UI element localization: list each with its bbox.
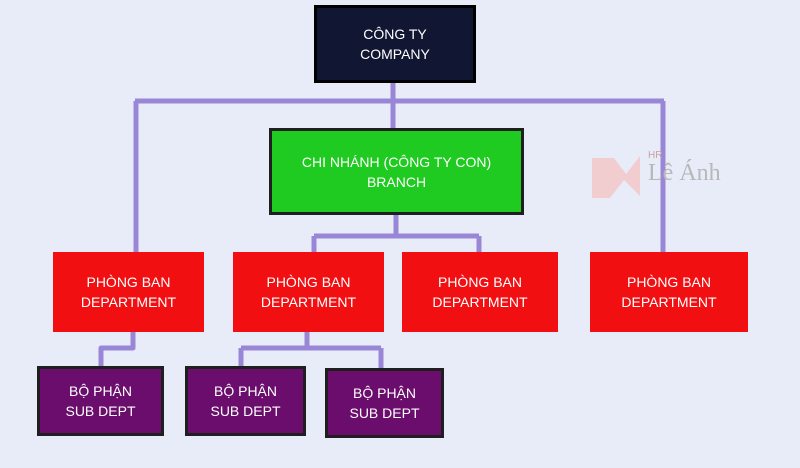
subdept-box-2: BỘ PHẬN SUB DEPT xyxy=(185,366,306,436)
subdept-label: BỘ PHẬN xyxy=(352,385,416,401)
department-label: PHÒNG BAN xyxy=(626,274,711,290)
logo-mark-icon xyxy=(592,156,640,198)
department-box-3: PHÒNG BAN DEPARTMENT xyxy=(402,252,558,332)
department-label-en: DEPARTMENT xyxy=(432,294,528,310)
company-label-en: COMPANY xyxy=(360,46,430,62)
branch-label: CHI NHÁNH (CÔNG TY CON) xyxy=(301,153,492,170)
subdept-box-3: BỘ PHẬN SUB DEPT xyxy=(325,368,444,438)
watermark-name: Lê Ánh xyxy=(648,160,721,186)
department-label: PHÒNG BAN xyxy=(86,274,171,290)
subdept-label: BỘ PHẬN xyxy=(213,383,277,399)
connector-branch-depts xyxy=(311,215,482,253)
department-box-2: PHÒNG BAN DEPARTMENT xyxy=(233,252,384,332)
subdept-box-1: BỘ PHẬN SUB DEPT xyxy=(37,366,164,436)
subdept-label-en: SUB DEPT xyxy=(65,403,136,419)
subdept-label-en: SUB DEPT xyxy=(210,403,281,419)
subdept-label: BỘ PHẬN xyxy=(68,383,132,399)
company-box: CÔNG TY COMPANY xyxy=(314,5,476,83)
department-box-4: PHÒNG BAN DEPARTMENT xyxy=(590,252,748,332)
department-label: PHÒNG BAN xyxy=(266,274,351,290)
connector-sub-2-3 xyxy=(238,332,384,369)
watermark-prefix: HR xyxy=(648,150,663,161)
department-box-1: PHÒNG BAN DEPARTMENT xyxy=(53,252,204,332)
branch-box: CHI NHÁNH (CÔNG TY CON) BRANCH xyxy=(269,128,524,215)
branch-label-en: BRANCH xyxy=(366,173,427,190)
company-label: CÔNG TY xyxy=(363,26,427,42)
subdept-label-en: SUB DEPT xyxy=(349,405,420,421)
department-label-en: DEPARTMENT xyxy=(621,294,717,310)
department-label-en: DEPARTMENT xyxy=(260,294,357,310)
department-label-en: DEPARTMENT xyxy=(80,294,177,310)
watermark-logo: HR Lê Ánh xyxy=(588,150,748,205)
connector-sub-1 xyxy=(98,332,136,368)
department-label: PHÒNG BAN xyxy=(437,274,522,290)
